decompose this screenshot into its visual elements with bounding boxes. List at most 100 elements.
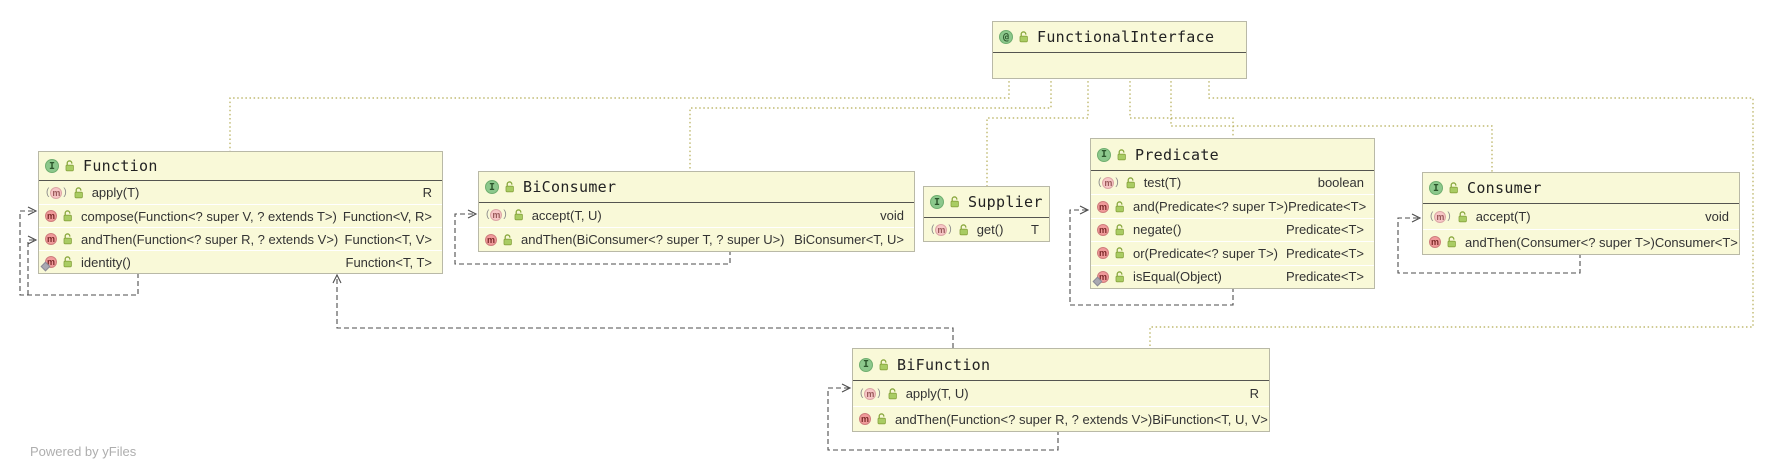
abstract-paren: ( [931,223,935,235]
method-row-consumer[interactable]: (m)accept(T)void [1423,204,1739,229]
method-signature: accept(T) [1475,209,1531,224]
method-return-type: Predicate<T> [1285,269,1364,285]
method-m-icon: m [935,223,948,236]
dependency-edge-consumer-to-consumer [1397,217,1581,274]
method-return-type: Predicate<T> [1285,222,1364,238]
dependency-arrowhead-icon [27,206,38,216]
annotation-icon: @ [999,30,1013,44]
method-row-supplier[interactable]: (m) get() T [924,218,1049,241]
dependency-arrowhead-icon [332,273,342,284]
method-icon-default: m [485,233,497,246]
annotation-edge-biconsumer-to-functional-interface [689,77,1052,171]
method-return-type: BiConsumer<T, U> [794,232,904,247]
class-box-functional-interface[interactable]: @FunctionalInterface [992,21,1247,79]
class-name: Consumer [1467,179,1542,197]
interface-icon: I [859,357,873,372]
method-m-icon: m [490,209,503,221]
public-visibility-lock-icon [1115,224,1124,236]
method-return-type: T [1031,222,1039,237]
dependency-edge-predicate-to-predicate [1069,209,1234,306]
method-icon-default: m [1097,200,1109,213]
class-header[interactable]: I BiFunction [853,349,1269,381]
public-visibility-lock-icon [877,413,886,425]
method-icon-default: m [45,210,57,222]
method-return-type: Consumer<T> [1654,234,1738,250]
dependency-arrowhead-icon [1411,213,1422,223]
class-name: Supplier [968,193,1043,211]
class-name: BiFunction [897,355,991,374]
method-signature: identity() [81,254,131,270]
method-icon-default: m [859,413,871,425]
method-row-predicate[interactable]: (m)test(T)boolean [1091,171,1374,194]
public-visibility-lock-icon [888,387,897,399]
method-m-icon: m [1097,247,1109,260]
dependency-edge-bifunction-to-function [336,275,954,348]
public-visibility-lock-icon [74,186,83,198]
interface-icon: I [45,159,59,173]
method-row-biconsumer[interactable]: (m)accept(T, U)void [479,203,914,227]
public-visibility-lock-icon [879,358,888,370]
powered-by-yfiles-label[interactable]: Powered by yFiles [30,444,137,459]
dependency-arrowhead-icon [1079,205,1090,215]
method-icon-abstract: (m) [45,186,68,199]
method-signature: andThen(Consumer<? super T>) [1465,234,1655,250]
method-row-function[interactable]: (m)apply(T)R [39,181,442,204]
method-signature: apply(T, U) [905,386,969,401]
class-box-supplier[interactable]: I Supplier (m) get() T [923,186,1050,242]
annotation-edge-bifunction-to-functional-interface [1149,77,1754,348]
method-icon-abstract: (m) [485,209,508,221]
method-icon-default: m [45,233,57,245]
class-header[interactable]: I Supplier [924,187,1049,218]
dependency-arrowhead-icon [841,383,852,393]
abstract-paren: ( [860,387,864,399]
public-visibility-lock-icon [1458,210,1467,222]
class-header[interactable]: @FunctionalInterface [993,22,1246,53]
public-visibility-lock-icon [63,233,72,245]
class-name: Predicate [1135,145,1219,164]
annotation-edge-consumer-to-functional-interface [1170,77,1493,172]
method-icon-default: m [1097,247,1109,260]
public-visibility-lock-icon [950,196,959,208]
method-signature: accept(T, U) [531,207,602,223]
method-return-type: R [422,185,432,200]
abstract-paren: ) [503,209,507,220]
method-return-type: Predicate<T> [1288,199,1367,215]
method-icon-abstract: (m) [930,223,953,236]
method-m-icon: m [1097,223,1109,236]
annotation-edge-predicate-to-functional-interface [1129,77,1234,138]
public-visibility-lock-icon [1115,271,1124,282]
method-return-type: Function<V, R> [342,208,432,224]
abstract-paren: ) [1115,176,1119,188]
public-visibility-lock-icon [1115,247,1124,259]
method-row-bifunction[interactable]: (m)apply(T, U)R [853,381,1269,406]
method-m-icon: m [1102,176,1115,189]
public-visibility-lock-icon [503,233,512,245]
method-icon-abstract: (m) [859,387,882,400]
method-signature: get() [976,222,1004,237]
interface-icon: I [485,180,499,194]
interface-icon: I [930,195,944,209]
method-m-icon: m [1097,200,1109,213]
abstract-paren: ) [63,186,67,198]
method-icon-default: m [1097,223,1109,236]
method-m-icon: m [45,233,57,245]
